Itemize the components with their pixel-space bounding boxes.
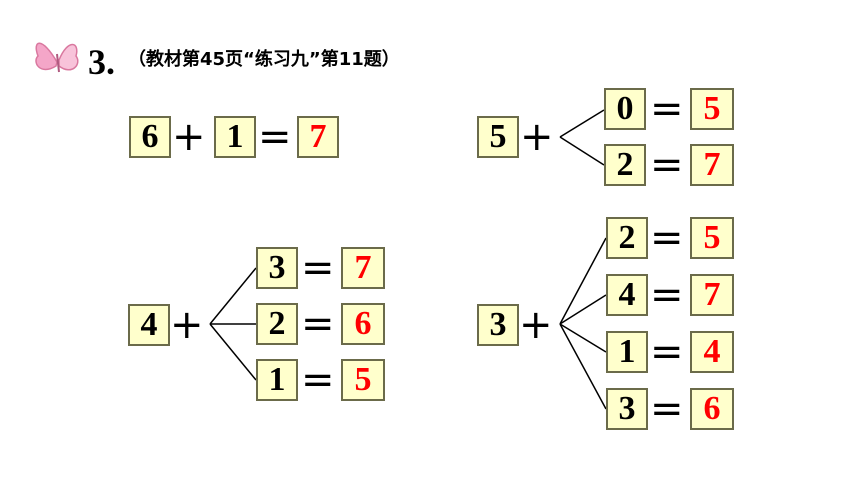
p3-plus-sign: + [170,302,204,348]
p1-plus-sign: + [172,114,206,160]
p1-equals-sign: = [258,114,292,160]
p4-base-box: 3 [477,304,519,346]
p1-addend-b-box: 1 [214,116,256,158]
p2-row1-addend-box: 0 [604,88,646,130]
p4-row4-equals-sign: = [650,386,684,432]
p3-row3-addend-box: 1 [256,359,298,401]
p3-row2-equals-sign: = [301,301,335,347]
p4-plus-sign: + [519,302,553,348]
p3-row1-equals-sign: = [301,245,335,291]
p3-row3-equals-sign: = [301,357,335,403]
p2-row1-equals-sign: = [650,86,684,132]
p2-row1-answer-box: 5 [690,88,734,130]
p2-plus-sign: + [520,114,554,160]
p3-row1-addend-box: 3 [256,247,298,289]
p4-row3-answer-box: 4 [690,331,734,373]
p4-row1-answer-box: 5 [690,217,734,259]
p2-row2-answer-box: 7 [690,144,734,186]
p3-row3-answer-box: 5 [341,359,385,401]
p4-row1-equals-sign: = [650,215,684,261]
p4-row2-equals-sign: = [650,272,684,318]
p1-addend-a-box: 6 [129,116,171,158]
p3-row1-answer-box: 7 [341,247,385,289]
p4-row1-addend-box: 2 [606,217,648,259]
butterfly-icon [35,42,79,73]
p4-row4-answer-box: 6 [690,388,734,430]
p3-base-box: 4 [128,304,170,346]
p4-row3-addend-box: 1 [606,331,648,373]
p3-row2-addend-box: 2 [256,303,298,345]
question-number: 3. [88,42,115,82]
p2-base-box: 5 [477,116,519,158]
p3-row2-answer-box: 6 [341,303,385,345]
p1-answer-box: 7 [297,116,339,158]
textbook-reference: （教材第45页“练习九”第11题） [128,49,400,70]
p4-row2-addend-box: 4 [606,274,648,316]
p4-row4-addend-box: 3 [606,388,648,430]
p2-row2-equals-sign: = [650,142,684,188]
p4-row2-answer-box: 7 [690,274,734,316]
p4-row3-equals-sign: = [650,329,684,375]
p2-row2-addend-box: 2 [604,144,646,186]
